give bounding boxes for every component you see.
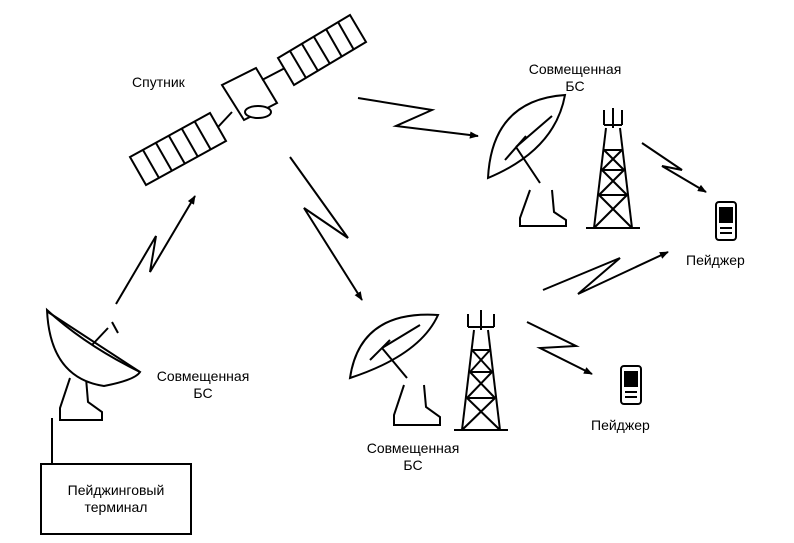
top-station-label: Совмещенная БС: [510, 61, 640, 95]
radio-link-arrow: [542, 251, 669, 295]
pager-icon: [620, 365, 642, 405]
satellite-icon: [128, 13, 368, 187]
left-station-label-line2: БС: [193, 385, 213, 401]
top-station-label-line1: Совмещенная: [528, 61, 622, 77]
pager-bottom-label: Пейджер: [591, 417, 650, 433]
radio-link-arrow: [115, 195, 196, 305]
paging-terminal-box: Пейджинговый терминал: [40, 463, 192, 535]
radio-link-arrow: [526, 321, 593, 375]
satellite-label: Спутник: [132, 74, 185, 90]
left-station-label-line1: Совмещенная: [156, 368, 250, 384]
paging-terminal-line1: Пейджинговый: [67, 482, 165, 498]
radio-link-arrow: [357, 97, 479, 139]
bottom-station-label-line2: БС: [403, 457, 423, 473]
radio-link-arrow: [289, 156, 363, 301]
satellite-dish-icon: [45, 307, 142, 421]
paging-terminal-line2: терминал: [84, 499, 148, 515]
radio-link-arrow: [641, 142, 707, 193]
pager-icon: [715, 201, 737, 241]
radio-tower-icon: [586, 108, 640, 229]
left-station-label: Совмещенная БС: [138, 368, 268, 402]
satellite-dish-icon: [486, 93, 567, 227]
radio-tower-icon: [454, 310, 508, 431]
top-station-label-line2: БС: [565, 78, 585, 94]
bottom-station-label: Совмещенная БС: [348, 440, 478, 474]
satellite-dish-icon: [348, 313, 441, 426]
pager-right-label: Пейджер: [686, 252, 745, 268]
bottom-station-label-line1: Совмещенная: [366, 440, 460, 456]
